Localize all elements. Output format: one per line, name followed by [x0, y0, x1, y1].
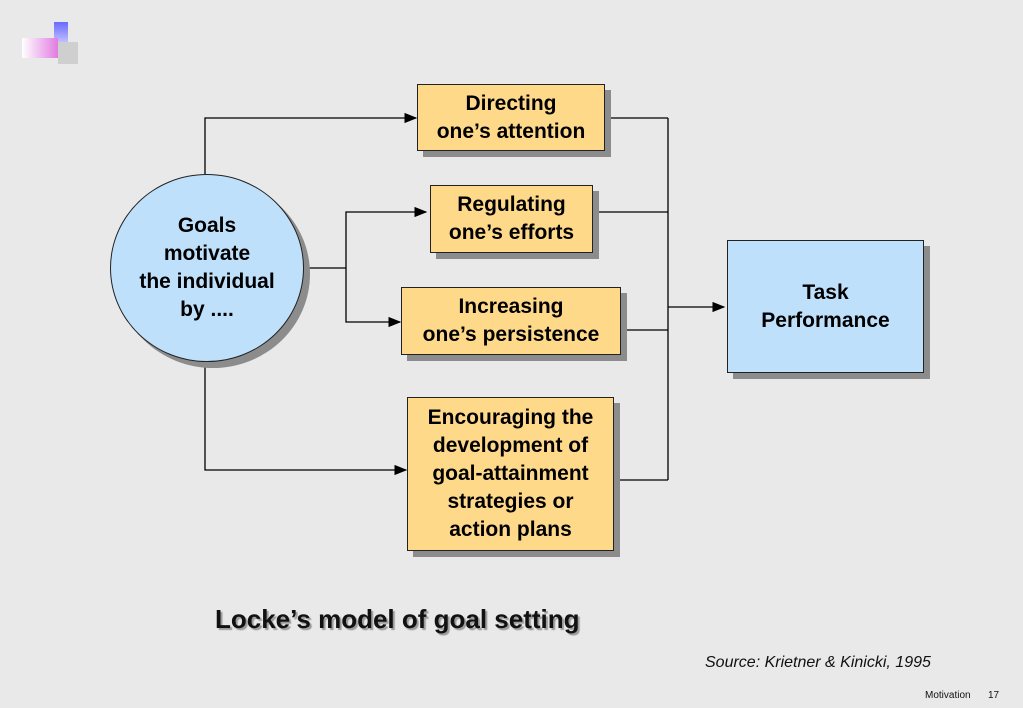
box-directing-attention: Directing one’s attention	[417, 84, 605, 151]
arrow-to-encouraging	[204, 362, 408, 476]
box-task-performance: Task Performance	[727, 240, 924, 373]
box-regulating-efforts: Regulating one’s efforts	[430, 185, 593, 253]
box-encouraging-strategies: Encouraging the development of goal-atta…	[407, 397, 614, 551]
box-increasing-persistence: Increasing one’s persistence	[401, 287, 621, 355]
source-citation: Source: Krietner & Kinicki, 1995	[705, 654, 931, 671]
arrow-to-directing	[204, 112, 418, 174]
page-number: 17	[988, 690, 1000, 701]
footer-label: Motivation	[925, 690, 971, 701]
goals-circle: Goals motivate the individual by ....	[110, 174, 304, 362]
corner-decoration	[22, 22, 82, 64]
arrow-to-increasing	[345, 268, 402, 328]
diagram-title: Locke’s model of goal setting	[215, 604, 580, 634]
arrow-to-regulating	[345, 206, 428, 268]
